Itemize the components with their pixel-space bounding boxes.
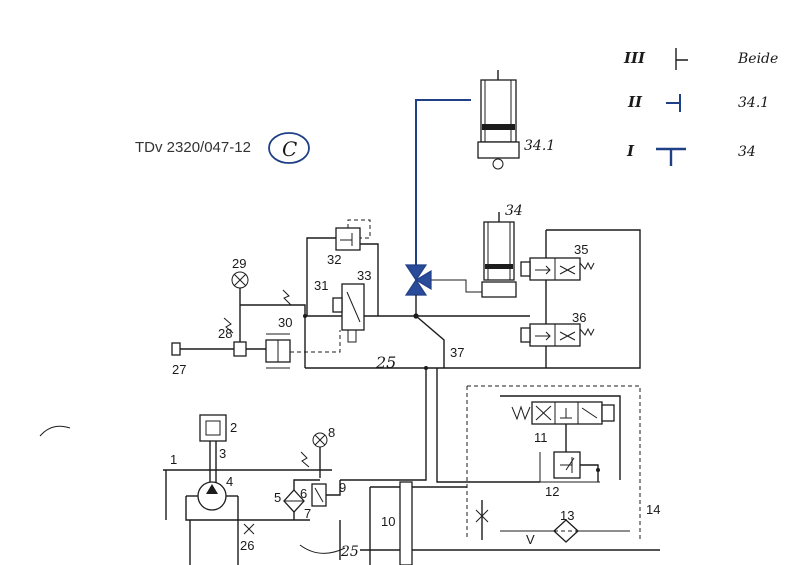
label-3: 3 <box>219 446 226 461</box>
label-4: 4 <box>226 474 233 489</box>
hose-25 <box>299 544 346 554</box>
label-12: 12 <box>545 484 559 499</box>
label-10: 10 <box>381 514 395 529</box>
pipe-to-34-1 <box>415 99 471 268</box>
label-14: 14 <box>646 502 660 517</box>
label-5: 5 <box>274 490 281 505</box>
label-37: 37 <box>450 345 464 360</box>
label-2: 2 <box>230 420 237 435</box>
pump-4 <box>186 481 238 511</box>
revision-circle <box>268 132 310 164</box>
label-8: 8 <box>328 425 335 440</box>
legend-roman-3: I <box>626 142 635 160</box>
label-26: 26 <box>240 538 254 553</box>
relief-valve-32 <box>335 219 371 251</box>
legend: III Beide II 34.1 I 34 <box>623 48 778 166</box>
tank-down-lines <box>189 520 239 565</box>
connector-27 <box>171 342 181 356</box>
legend-symbol-both-icon <box>675 48 688 70</box>
electric-symbol-31-icon <box>282 289 292 306</box>
label-32: 32 <box>327 252 341 267</box>
selector-valve-icon <box>404 264 432 296</box>
suction-line <box>185 496 310 521</box>
label-35: 35 <box>574 242 588 257</box>
label-7: 7 <box>304 506 311 521</box>
valve-11 <box>511 401 615 425</box>
relief-drain <box>360 243 379 316</box>
label-36: 36 <box>572 310 586 325</box>
legend-target-2: 34.1 <box>738 95 769 111</box>
label-33: 33 <box>357 268 371 283</box>
electric-symbol-28-icon <box>223 317 234 334</box>
relief-valve-12 <box>553 451 581 479</box>
shaft-3 <box>209 441 217 483</box>
return-line-right <box>305 229 641 369</box>
legend-symbol-left-icon <box>666 94 681 112</box>
label-34: 34 <box>505 203 523 219</box>
choke-icon <box>475 509 489 523</box>
document-reference: TDv 2320/047-12 <box>135 139 251 156</box>
cylinder-34 <box>481 212 517 298</box>
label-13: 13 <box>560 508 574 523</box>
block-upper-line <box>500 395 621 480</box>
label-34-1: 34.1 <box>524 138 555 154</box>
cylinder-34-1 <box>477 70 520 170</box>
valve-block-boundary <box>466 385 641 540</box>
tank-frame <box>369 486 467 565</box>
label-9: 9 <box>339 480 346 495</box>
filter-13-icon <box>553 519 579 543</box>
pipe-to-34 <box>425 279 482 293</box>
filter-connections <box>293 479 320 520</box>
valve-9-return <box>326 480 341 496</box>
label-31: 31 <box>314 278 328 293</box>
label-V: V <box>526 532 535 547</box>
legend-symbol-tee-icon <box>656 147 686 166</box>
label-6: 6 <box>300 486 307 501</box>
pipe-to-filter <box>340 368 427 481</box>
document-header: TDv 2320/047-12 C <box>135 132 310 164</box>
pipe-to-valve-block <box>436 368 540 483</box>
choke-26-icon <box>243 523 255 535</box>
label-25-lower: 25 <box>340 544 359 560</box>
legend-roman-2: II <box>627 93 643 111</box>
pipe-37 <box>415 315 445 368</box>
component-30 <box>265 333 291 369</box>
valve-35 <box>520 257 595 281</box>
label-1: 1 <box>170 452 177 467</box>
pilot-line <box>306 237 336 316</box>
label-27: 27 <box>172 362 186 377</box>
solenoid-valve-33 <box>332 283 365 343</box>
label-30: 30 <box>278 315 292 330</box>
tank-10 <box>399 481 413 565</box>
label-11: 11 <box>534 430 548 445</box>
electric-symbol-8-icon <box>300 451 310 468</box>
label-25-upper: 25 <box>375 353 396 372</box>
valve-36 <box>520 323 595 347</box>
margin-mark <box>39 425 71 437</box>
label-29: 29 <box>232 256 246 271</box>
motor-2 <box>199 414 227 442</box>
switch-28 <box>233 341 247 357</box>
relief-12-return <box>580 464 599 482</box>
revision-letter: C <box>282 137 297 161</box>
legend-target-3: 34 <box>738 144 756 160</box>
pilot-30 <box>290 330 341 353</box>
legend-target-1: Beide <box>737 51 778 67</box>
block-lower-line <box>539 452 600 483</box>
legend-roman-1: III <box>623 49 646 67</box>
label-28: 28 <box>218 326 232 341</box>
